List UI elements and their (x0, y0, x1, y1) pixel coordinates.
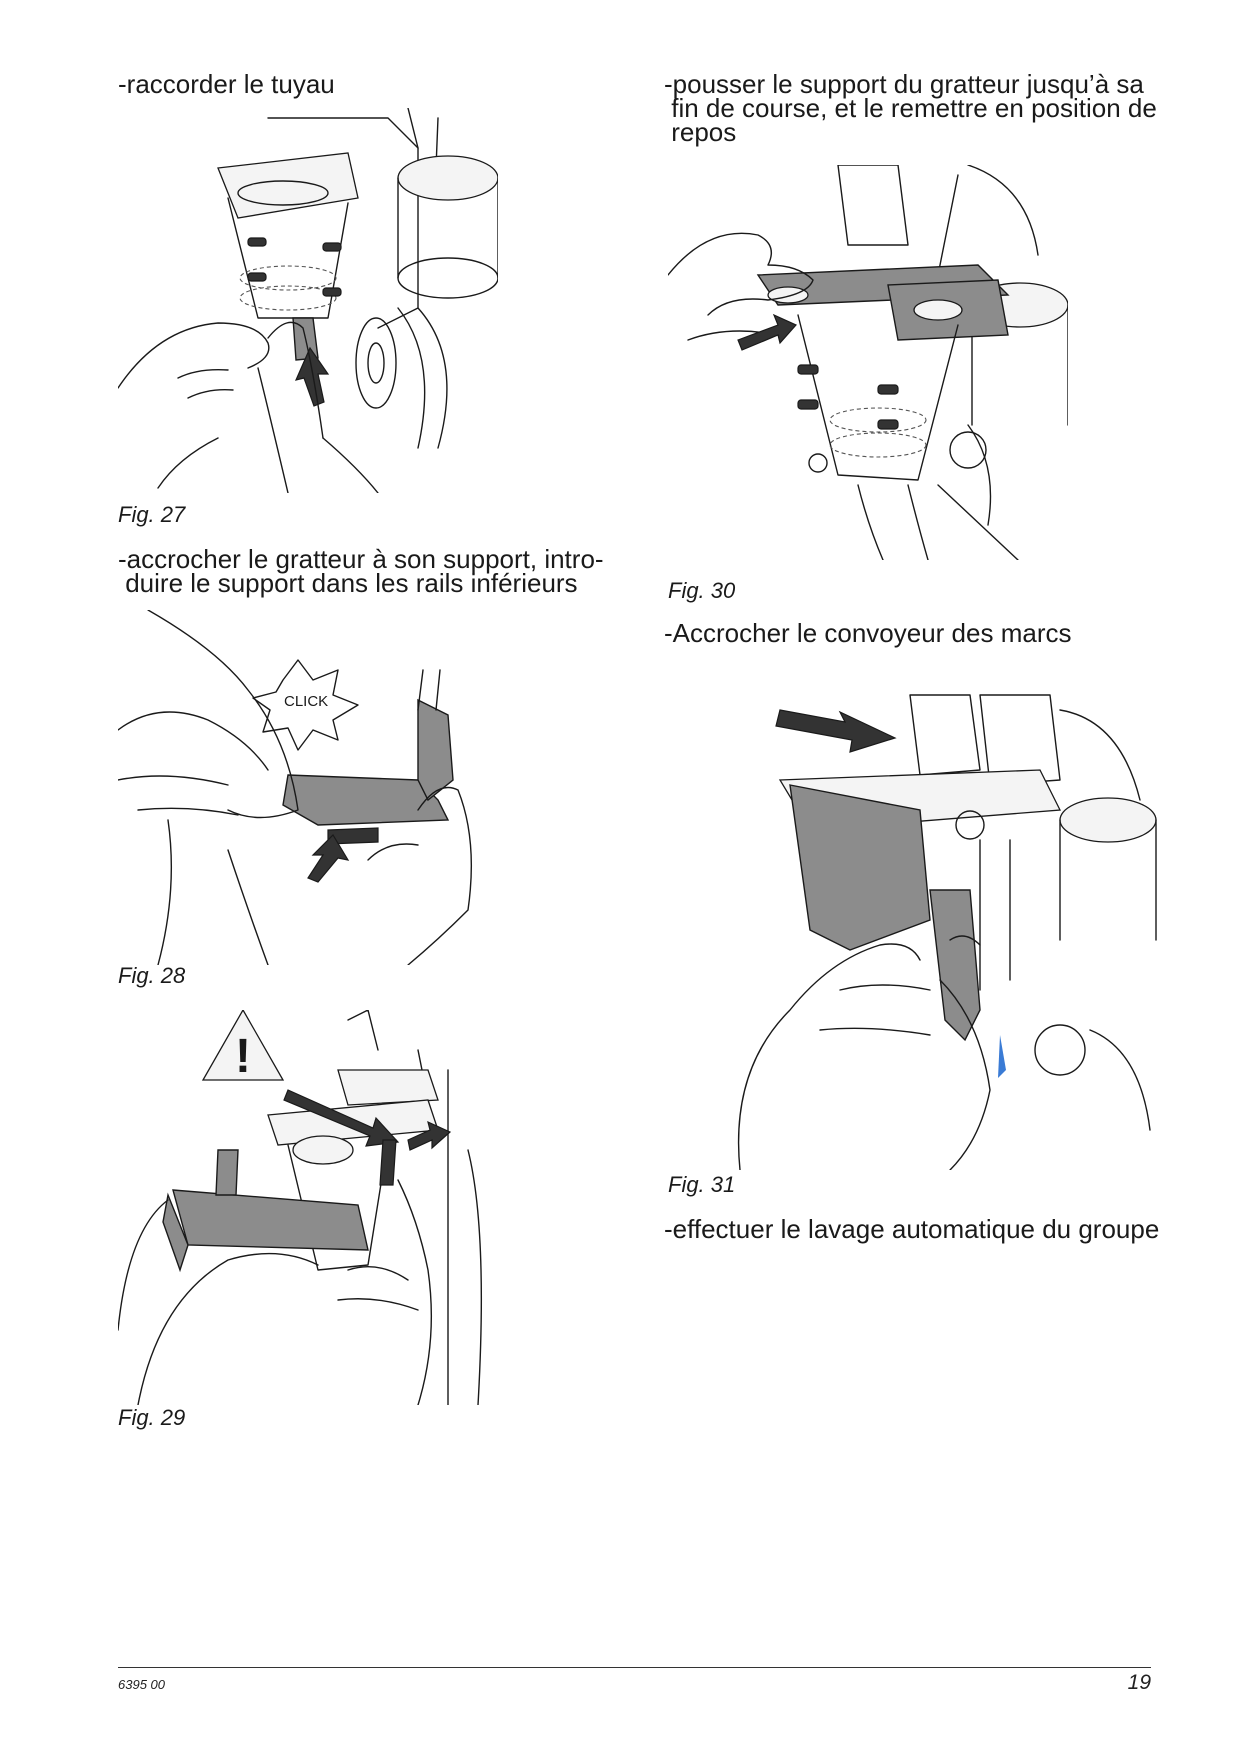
figure-29-illustration: ! (118, 1010, 508, 1405)
figure-27-caption: Fig. 27 (118, 502, 186, 527)
instruction-step-4: -Accrocher le convoyeur des marcs (664, 618, 1072, 648)
page-number: 19 (1127, 1671, 1151, 1694)
click-callout: CLICK (284, 693, 328, 710)
figure-31-illustration (680, 690, 1170, 1170)
instruction-step-1: -raccorder le tuyau (118, 69, 335, 99)
figure-30-caption: Fig. 30 (668, 578, 736, 603)
warning-icon: ! (235, 1030, 251, 1083)
instruction-step-3-line-3: repos (664, 117, 737, 147)
document-code: 6395 00 (118, 1677, 165, 1692)
figure-31-caption: Fig. 31 (668, 1172, 736, 1197)
instruction-step-2-line-2: duire le support dans les rails inférieu… (118, 568, 578, 598)
figure-30-illustration (668, 165, 1068, 560)
footer-rule (118, 1667, 1151, 1668)
figure-28-caption: Fig. 28 (118, 963, 186, 988)
figure-27-illustration (118, 108, 498, 493)
figure-28-illustration: CLICK (118, 610, 498, 965)
figure-29-caption: Fig. 29 (118, 1405, 186, 1430)
instruction-step-2-line-1: -accrocher le gratteur à son support, in… (118, 544, 604, 574)
instruction-step-3-line-1: -pousser le support du gratteur jusqu’à … (664, 69, 1144, 99)
instruction-step-3-line-2: fin de course, et le remettre en positio… (664, 93, 1157, 123)
instruction-step-5: -effectuer le lavage automatique du grou… (664, 1214, 1160, 1244)
